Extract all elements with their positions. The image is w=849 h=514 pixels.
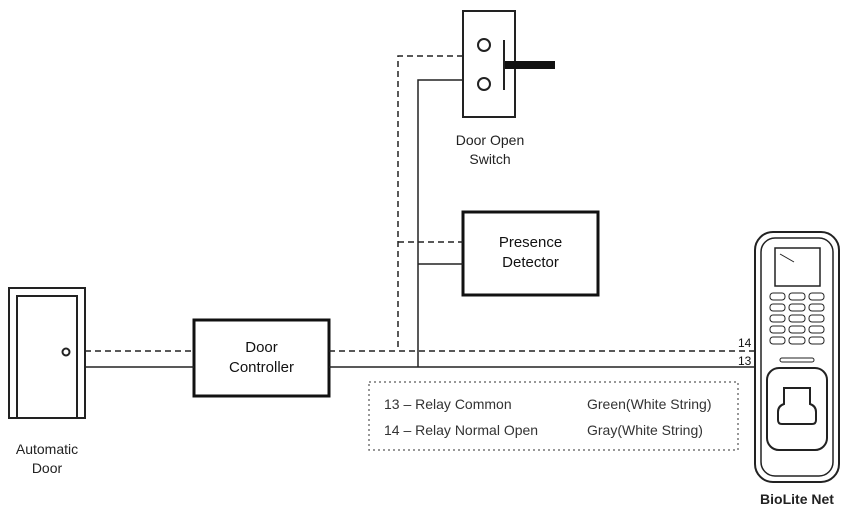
device-screen: [774, 247, 821, 287]
automatic-door-label-line1: Automatic: [15, 441, 79, 457]
door-controller-label: Door Controller: [194, 338, 329, 378]
door-knob-icon: [61, 347, 71, 357]
solid-wires: [85, 79, 755, 368]
legend-row-13-color: Green(White String): [587, 396, 712, 412]
door-controller-label-line1: Door: [245, 339, 278, 356]
terminal-13-label: 13: [738, 354, 752, 368]
door-controller-box: [192, 318, 331, 398]
legend-row-13-terminal: 13 – Relay Common: [384, 396, 512, 412]
door-open-switch-graphic: [462, 10, 555, 118]
door-open-switch-label-line1: Door Open: [455, 132, 525, 148]
legend-row-14-color: Gray(White String): [587, 422, 703, 438]
automatic-door-label: Automatic Door: [2, 440, 92, 478]
door-open-switch-label-line2: Switch: [469, 151, 511, 167]
dashed-wires: [85, 55, 755, 352]
switch-lever: [505, 61, 555, 69]
door-controller-label-line2: Controller: [228, 359, 295, 376]
biolite-net-label: BioLite Net: [760, 491, 834, 507]
door-open-switch-label: Door Open Switch: [440, 131, 540, 169]
presence-detector-label-line1: Presence: [498, 234, 563, 251]
presence-detector-label: Presence Detector: [463, 233, 598, 273]
fingerprint-sensor-icon: [777, 387, 817, 425]
automatic-door-label-line2: Door: [31, 460, 63, 476]
presence-detector-label-line2: Detector: [502, 254, 559, 271]
device-led-bar: [779, 357, 815, 363]
legend-box: [368, 381, 739, 451]
terminal-14-label: 14: [738, 336, 752, 350]
device-keypad: [769, 292, 825, 345]
presence-detector-box: [461, 210, 600, 297]
biolite-net-device: [754, 231, 840, 483]
automatic-door-graphic: [8, 287, 86, 419]
legend-row-14-terminal: 14 – Relay Normal Open: [384, 422, 539, 438]
